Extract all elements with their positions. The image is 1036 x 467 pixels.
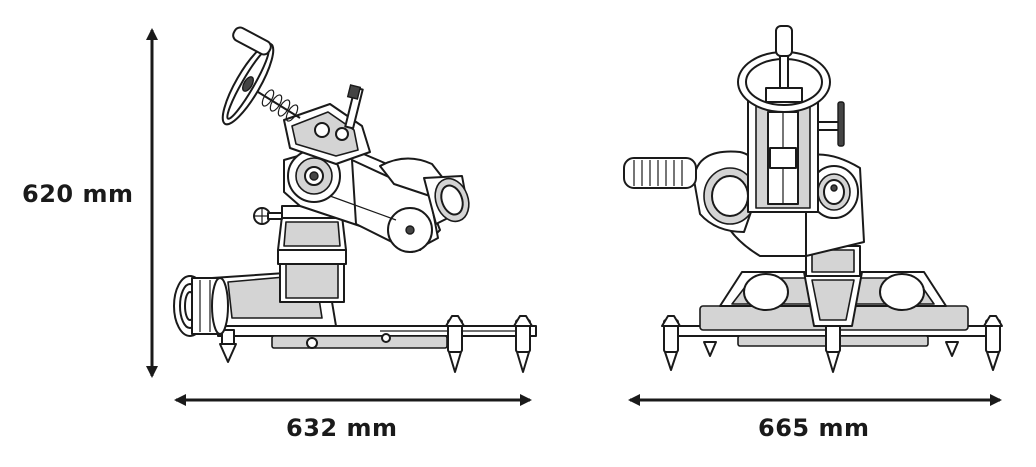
- side-width-dimension-label: 632 mm: [286, 414, 398, 442]
- handwheel: [221, 42, 275, 126]
- front-leg-left: [661, 315, 681, 371]
- height-dimension-label: 620 mm: [22, 180, 134, 208]
- grip-handle: [623, 157, 697, 189]
- front-leg-right: [983, 315, 1003, 371]
- side-leg-mid: [445, 315, 465, 373]
- handwheel-spring: [257, 89, 301, 122]
- side-leg-left: [219, 329, 237, 363]
- side-leg-right: [513, 315, 533, 373]
- front-width-dimension-label: 665 mm: [758, 414, 870, 442]
- monitor-side-view: [173, 26, 537, 373]
- monitor-front-view: [623, 25, 1003, 373]
